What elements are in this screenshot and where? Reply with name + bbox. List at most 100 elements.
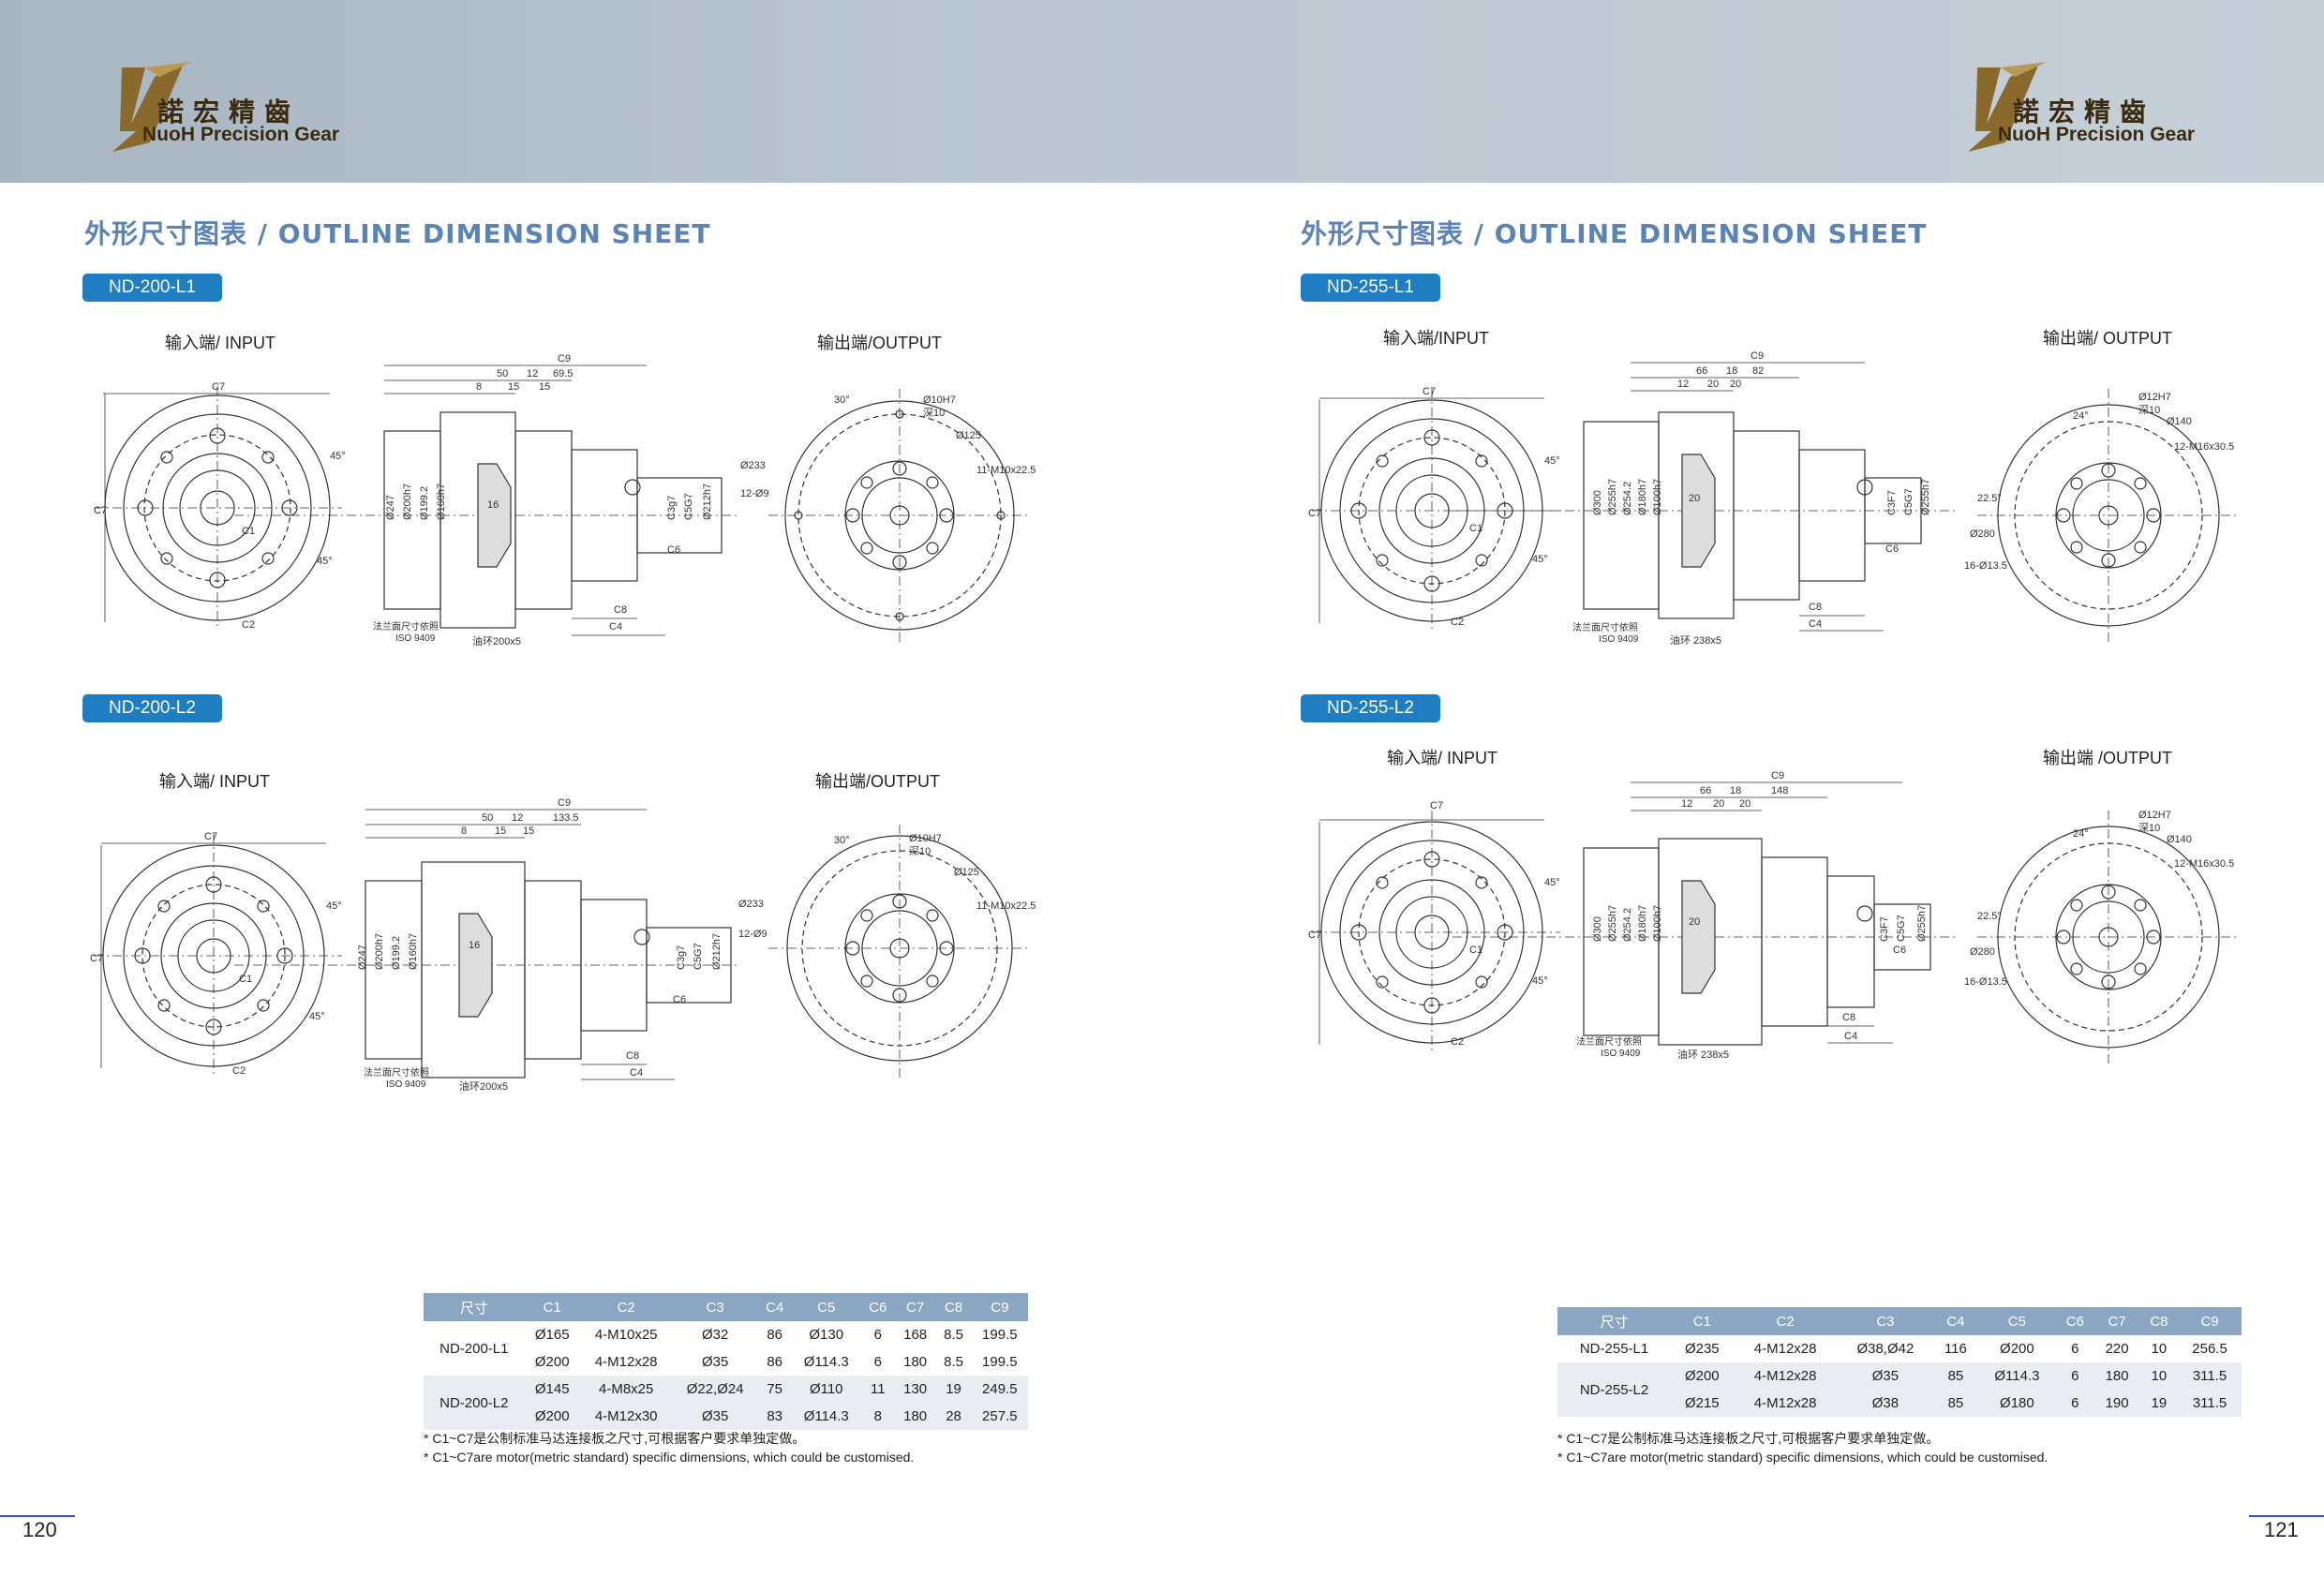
table-header: C5 bbox=[1977, 1307, 2057, 1335]
side-view bbox=[1452, 781, 1959, 1046]
dim-c: 148 bbox=[1771, 785, 1788, 796]
dim-c7: C7 bbox=[1430, 800, 1443, 811]
table-cell: 83 bbox=[757, 1403, 792, 1430]
table-cell: 10 bbox=[2139, 1335, 2179, 1362]
dim-d5: Ø212h7 bbox=[702, 484, 713, 520]
dim-c8: C8 bbox=[626, 1050, 639, 1062]
outline-drawing: C7 C7 C1 C2 45° 45° C9 50 12 133.5 8 15 … bbox=[90, 797, 1035, 1093]
table-header: C3 bbox=[1837, 1307, 1934, 1335]
input-view bbox=[94, 834, 342, 1078]
output-label: 输出端 /OUTPUT bbox=[2043, 749, 2172, 767]
dim-c: 133.5 bbox=[553, 812, 579, 824]
side-view bbox=[1452, 362, 1959, 632]
table-cell: Ø110 bbox=[791, 1376, 861, 1403]
table-row: ND-200-L1 Ø165 4-M10x25 Ø32 86 Ø130 6 16… bbox=[424, 1321, 1028, 1376]
dim-c7-vertical: C7 bbox=[90, 953, 103, 964]
dim-angle: 45° bbox=[309, 1011, 325, 1022]
table-cell: 199.5 bbox=[971, 1348, 1028, 1376]
table-row: ND-255-L2 Ø200 4-M12x28 Ø35 85 Ø114.3 6 … bbox=[1557, 1362, 2242, 1417]
dim-o6: 12-Ø9 bbox=[740, 488, 769, 499]
section-title-right: 外形尺寸图表 / OUTLINE DIMENSION SHEET bbox=[1301, 218, 1928, 249]
drawing-block: 输入端/ INPUT 输出端/OUTPUT C7 C7 C1 C2 45° 45… bbox=[84, 328, 1059, 656]
dim-o5: Ø233 bbox=[740, 460, 766, 471]
dim-o5: Ø280 bbox=[1970, 528, 1995, 540]
table-header: C7 bbox=[894, 1293, 936, 1321]
note-oring: 油环 238x5 bbox=[1677, 1048, 1729, 1061]
dim-angle: 45° bbox=[1532, 554, 1548, 565]
dim-b: 12 bbox=[512, 812, 523, 824]
table-cell: Ø200 bbox=[524, 1403, 580, 1430]
note-line: * C1~C7are motor(metric standard) specif… bbox=[424, 1450, 915, 1465]
dim-o6: 16-Ø13.5 bbox=[1964, 560, 2007, 572]
dim-o1: Ø10H7 bbox=[909, 833, 942, 844]
dim-c5: C5G7 bbox=[1896, 915, 1907, 942]
dim-o3: Ø140 bbox=[2167, 834, 2192, 845]
table-header: C8 bbox=[935, 1293, 972, 1321]
table-header: 尺寸 bbox=[1557, 1307, 1672, 1335]
dim-o5: Ø233 bbox=[738, 899, 764, 910]
table-notes-right: * C1~C7是公制标准马达连接板之尺寸,可根据客户要求单独定做。 * C1~C… bbox=[1557, 1429, 2048, 1466]
brand-logo-left: 諾宏精齒 NuoH Precision Gear bbox=[94, 58, 375, 161]
dim-d4: Ø180h7 bbox=[1637, 479, 1648, 515]
dim-c5: C5G7 bbox=[1903, 488, 1914, 515]
dim-c4: C4 bbox=[630, 1067, 643, 1079]
table-notes-left: * C1~C7是公制标准马达连接板之尺寸,可根据客户要求单独定做。 * C1~C… bbox=[424, 1429, 914, 1466]
dim-d5: Ø255h7 bbox=[1916, 905, 1928, 942]
table-cell: 4-M8x25 bbox=[579, 1376, 673, 1403]
drawing-block: 输入端/ INPUT 输出端/OUTPUT C7 C7 C1 C2 45° 45… bbox=[84, 768, 1059, 1106]
dim-c3: C3F7 bbox=[1886, 490, 1898, 515]
table-cell: Ø35 bbox=[672, 1348, 758, 1376]
dim-o5: Ø280 bbox=[1970, 946, 1995, 958]
dim-f: 20 bbox=[1730, 379, 1741, 390]
table-cell: 85 bbox=[1933, 1362, 1978, 1390]
table-cell: 116 bbox=[1933, 1335, 1978, 1362]
brand-mark-icon bbox=[112, 62, 192, 152]
table-header: C2 bbox=[1733, 1307, 1838, 1335]
dim-c3: C3F7 bbox=[1879, 916, 1890, 942]
dim-f: 15 bbox=[539, 381, 550, 393]
dim-angle: 45° bbox=[330, 451, 346, 462]
brand-name-en: NuoH Precision Gear bbox=[142, 124, 340, 145]
header-band bbox=[0, 0, 2324, 183]
model-badge: ND-200-L2 bbox=[82, 694, 222, 722]
dim-f: 20 bbox=[1739, 798, 1750, 810]
dim-d: 8 bbox=[461, 826, 467, 837]
table-cell: Ø38 bbox=[1837, 1390, 1934, 1417]
dim-len: 16 bbox=[469, 940, 480, 951]
dim-c1: C1 bbox=[1469, 945, 1482, 956]
dim-c: 82 bbox=[1752, 365, 1764, 377]
dim-c9: C9 bbox=[1771, 770, 1784, 781]
table-cell: Ø114.3 bbox=[1977, 1362, 2057, 1390]
table-cell: Ø114.3 bbox=[791, 1348, 861, 1376]
dim-d4b: Ø100h7 bbox=[1652, 479, 1663, 515]
dim-c7: C7 bbox=[204, 831, 217, 842]
drawing-block: 输入端/ INPUT 输出端 /OUTPUT C7 C7 C1 C2 45° 4… bbox=[1303, 745, 2277, 1092]
note-oring: 油环200x5 bbox=[459, 1079, 508, 1093]
note-flange: 法兰面尺寸依照 bbox=[1576, 1035, 1642, 1048]
dim-e: 20 bbox=[1707, 379, 1719, 390]
table-cell: 130 bbox=[894, 1376, 936, 1403]
dim-c1: C1 bbox=[1469, 523, 1482, 534]
dim-d2: Ø255h7 bbox=[1607, 905, 1618, 942]
table-cell: Ø235 bbox=[1671, 1335, 1734, 1362]
table-header: C5 bbox=[791, 1293, 861, 1321]
table-cell: 4-M12x28 bbox=[1733, 1390, 1838, 1417]
table-cell: 257.5 bbox=[971, 1403, 1028, 1430]
dim-c9: C9 bbox=[558, 353, 571, 364]
dim-c9: C9 bbox=[1750, 350, 1764, 362]
dim-o2: 深10 bbox=[2138, 822, 2160, 834]
table-cell: Ø180 bbox=[1977, 1390, 2057, 1417]
dim-c9: C9 bbox=[558, 797, 571, 809]
input-label: 输入端/ INPUT bbox=[1387, 749, 1498, 767]
note-iso: ISO 9409 bbox=[1601, 1049, 1641, 1059]
table-cell: Ø130 bbox=[791, 1321, 861, 1348]
dim-o4: 11-M10x22.5 bbox=[976, 900, 1035, 912]
note-iso: ISO 9409 bbox=[395, 633, 436, 644]
dim-o1: Ø12H7 bbox=[2138, 392, 2171, 403]
output-label: 输出端/OUTPUT bbox=[817, 334, 942, 352]
output-view bbox=[1977, 389, 2240, 642]
dim-c8: C8 bbox=[1809, 602, 1822, 613]
dim-c4: C4 bbox=[1809, 618, 1822, 630]
table-cell: 311.5 bbox=[2178, 1362, 2242, 1390]
side-view bbox=[234, 809, 740, 1080]
